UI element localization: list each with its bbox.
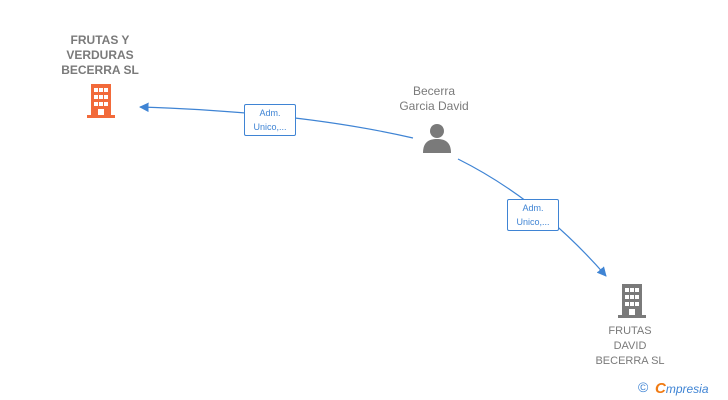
company-node-frutas-y-verduras-label[interactable]: FRUTAS Y VERDURAS BECERRA SL (40, 33, 160, 78)
label-line: DAVID (613, 340, 647, 352)
edge-label-line: Adm. (522, 203, 544, 213)
edge-label-role[interactable]: Adm. Unico,... (507, 199, 559, 231)
label-line: BECERRA SL (595, 355, 665, 367)
brand-rest: mpresia (665, 382, 709, 396)
edge-label-line: Unico,... (253, 122, 287, 132)
person-icon[interactable] (421, 122, 453, 154)
empresia-watermark: © Cmpresia (638, 379, 728, 399)
label-line: Garcia David (399, 99, 469, 113)
edge-label-line: Adm. (259, 108, 281, 118)
company-node-frutas-david-label[interactable]: FRUTAS DAVID BECERRA SL (580, 324, 680, 369)
label-line: VERDURAS (66, 48, 134, 62)
edge-label-role[interactable]: Adm. Unico,... (244, 104, 296, 136)
label-line: FRUTAS (608, 325, 652, 337)
brand-name: Cmpresia (655, 380, 709, 397)
label-line: BECERRA SL (61, 63, 139, 77)
copyright-icon: © (638, 379, 649, 395)
building-icon[interactable] (616, 284, 648, 318)
person-node-label[interactable]: Becerra Garcia David (384, 84, 484, 114)
label-line: Becerra (412, 84, 456, 98)
building-icon[interactable] (85, 84, 117, 118)
brand-initial: C (655, 380, 666, 397)
edge-label-line: Unico,... (516, 217, 550, 227)
label-line: FRUTAS Y (70, 33, 130, 47)
